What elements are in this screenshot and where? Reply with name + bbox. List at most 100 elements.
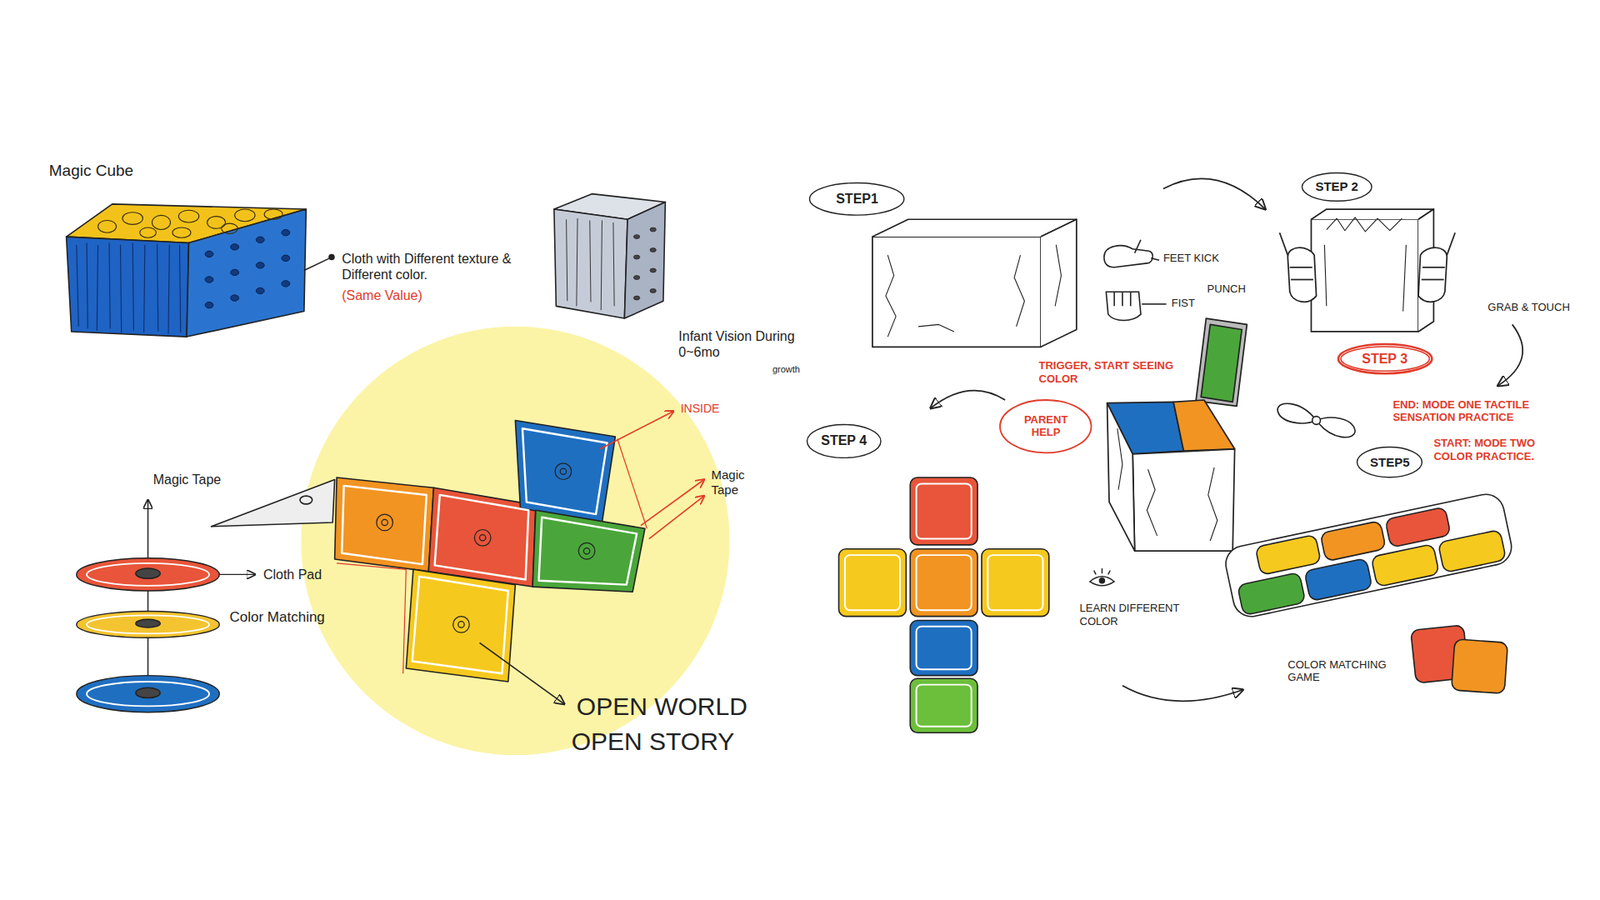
- sketch-note: Infant Vision During 0~6mo: [678, 328, 795, 360]
- closed-box: [1040, 219, 1077, 347]
- cross-net: [987, 555, 1043, 610]
- held-box: [1310, 219, 1419, 332]
- sketch-note: Magic Tape: [153, 471, 222, 488]
- unfolded-net: [341, 428, 637, 674]
- color-cube: [235, 209, 255, 222]
- fist-icon: [1105, 291, 1166, 320]
- unfolded-net: [617, 439, 648, 530]
- eye-icon: [1099, 578, 1105, 584]
- oval-stroke: [1340, 346, 1430, 371]
- step-label: STEP 2: [1315, 179, 1358, 194]
- cross-net: [910, 549, 978, 617]
- open-box: [1208, 467, 1218, 541]
- leader-line: [304, 258, 330, 271]
- pad-stack: [219, 574, 255, 575]
- flow-arrow: [1122, 685, 1243, 701]
- flow-arrow: [1498, 324, 1524, 385]
- open-box: [1195, 318, 1247, 406]
- pad-stack: [76, 610, 220, 638]
- oval-stroke: [1338, 344, 1432, 374]
- eye-icon: [1108, 570, 1110, 575]
- open-box: [1107, 403, 1135, 552]
- held-box: [1287, 247, 1316, 302]
- sketch-note: growth: [772, 364, 800, 375]
- sketch-note: FEET KICK: [1163, 251, 1220, 265]
- open-box: [1200, 324, 1242, 402]
- unfolded-net: [210, 480, 335, 527]
- color-cube: [76, 242, 181, 334]
- foot-icon: [1135, 240, 1141, 254]
- color-cube: [66, 236, 190, 337]
- fist-icon: [1105, 291, 1141, 320]
- unfolded-net: [522, 428, 608, 515]
- eye-icon: [1101, 568, 1103, 574]
- loose-tiles: [1451, 639, 1509, 695]
- grey-cube: [566, 218, 615, 310]
- unfolded-net: [405, 569, 515, 682]
- color-cube: [132, 242, 134, 330]
- color-cube: [281, 255, 290, 261]
- play-mat: [1438, 530, 1507, 574]
- step-label: STEP 3: [1361, 351, 1408, 367]
- loose-tiles: [1410, 625, 1509, 694]
- held-box: [1446, 232, 1455, 255]
- unfolded-net: [412, 576, 509, 674]
- fist-icon: [1113, 291, 1115, 306]
- cross-net: [916, 555, 972, 610]
- pad-stack: [76, 675, 220, 713]
- color-cube: [76, 245, 79, 327]
- held-box: [1418, 247, 1447, 302]
- unfolded-net: [480, 535, 486, 541]
- foot-icon: [1104, 245, 1153, 268]
- oval-stroke: [1357, 447, 1423, 478]
- color-cube: [281, 230, 290, 236]
- color-cube: [66, 204, 307, 337]
- step-text-wrap: STEP5: [1355, 445, 1424, 479]
- leader-line: [304, 255, 335, 271]
- cross-net: [845, 555, 900, 610]
- cross-net: [916, 685, 972, 727]
- oval-stroke: [810, 183, 905, 216]
- step-text-wrap: PARENT HELP: [998, 398, 1094, 455]
- color-cube: [186, 209, 306, 337]
- color-cube: [151, 215, 170, 230]
- color-cube: [255, 236, 265, 243]
- held-box: [1280, 209, 1456, 332]
- cross-net: [910, 678, 978, 733]
- open-box: [1117, 428, 1123, 490]
- color-cube: [281, 280, 290, 287]
- held-box: [1324, 245, 1326, 306]
- pad-stack: [86, 615, 210, 634]
- held-box: [1290, 266, 1313, 269]
- step-text-wrap: STEP1: [808, 181, 905, 217]
- color-cube: [180, 245, 181, 333]
- step-label: STEP5: [1370, 455, 1410, 470]
- color-cube: [140, 227, 157, 238]
- held-box: [1326, 217, 1403, 232]
- step-label: STEP 4: [820, 433, 867, 449]
- sketch-note: FIST: [1171, 296, 1195, 310]
- grey-cube: [633, 235, 640, 240]
- propeller-icon: [1277, 403, 1317, 424]
- grey-cube: [566, 219, 568, 301]
- color-cube: [86, 242, 88, 329]
- propeller-icon: [1316, 417, 1356, 438]
- step-oval: STEP 3: [1336, 342, 1434, 375]
- cross-net: [910, 477, 978, 545]
- step-oval: PARENT HELP: [998, 398, 1094, 455]
- color-cube: [205, 250, 214, 257]
- sketch-note: GRAB & TOUCH: [1487, 300, 1570, 315]
- red-leader: [600, 410, 705, 539]
- play-mat: [1304, 558, 1373, 602]
- grey-cube: [576, 218, 578, 306]
- color-cube: [255, 287, 265, 294]
- grey-cube: [624, 201, 665, 319]
- held-box: [1280, 232, 1289, 255]
- grey-cube: [633, 255, 640, 260]
- unfolded-net: [336, 439, 647, 675]
- unfolded-net: [578, 542, 595, 560]
- pad-stack: [135, 687, 160, 698]
- play-mat: [1222, 490, 1515, 620]
- grey-cube: [554, 209, 628, 319]
